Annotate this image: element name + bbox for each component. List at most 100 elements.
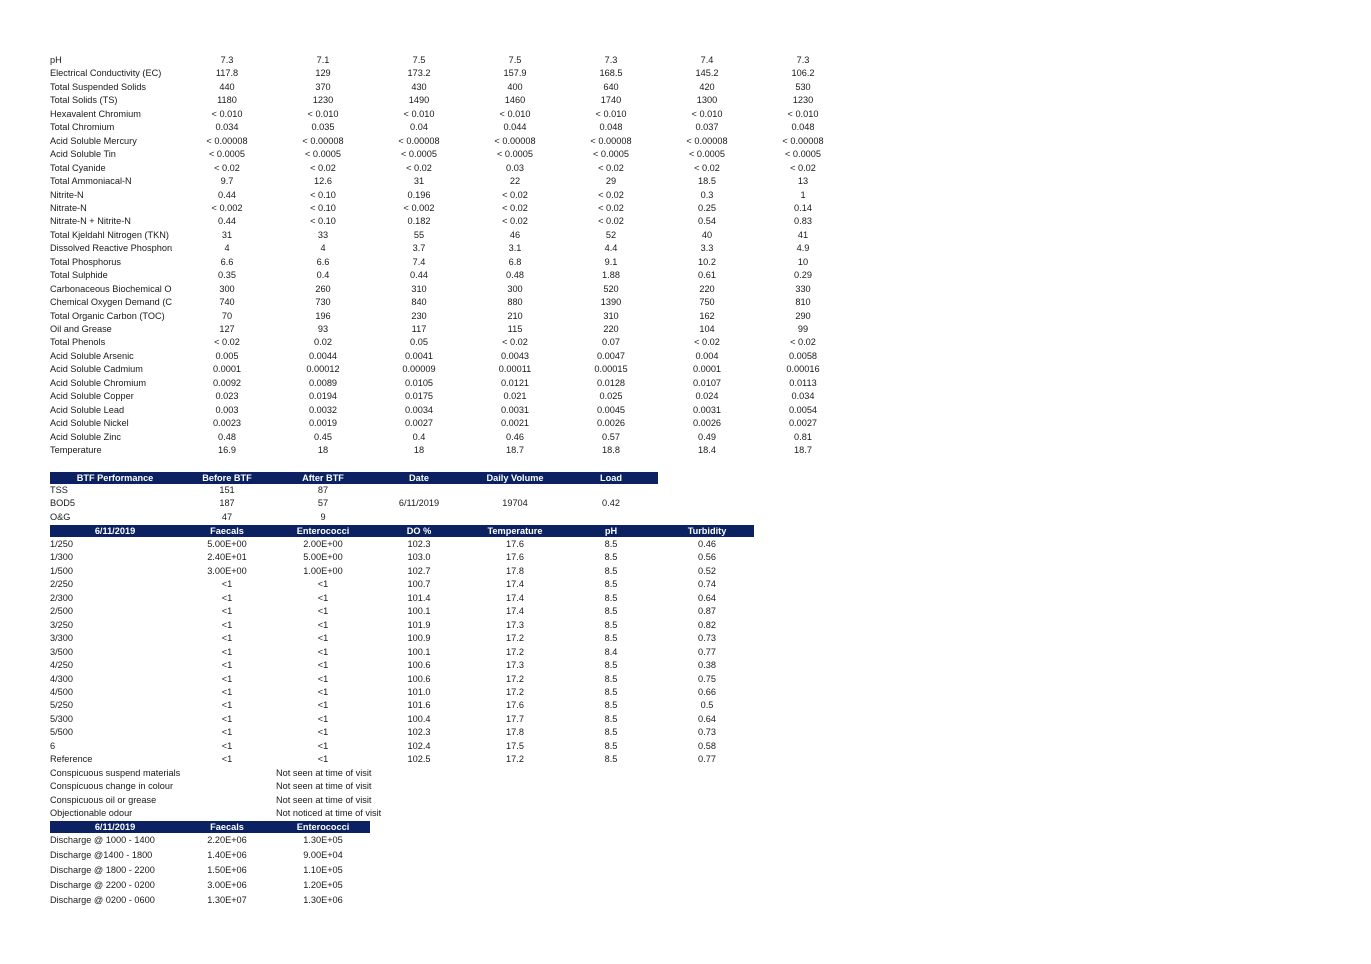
data-cell: < 0.00008 bbox=[686, 135, 728, 146]
data-cell: 530 bbox=[795, 81, 811, 92]
data-cell: 0.77 bbox=[698, 754, 716, 765]
column-header: Date bbox=[409, 473, 429, 483]
data-cell: < 0.02 bbox=[502, 189, 528, 200]
data-cell: 0.0027 bbox=[404, 418, 434, 429]
data-cell: < 0.02 bbox=[502, 202, 528, 213]
data-cell: 8.5 bbox=[604, 606, 618, 617]
data-cell: < 0.010 bbox=[211, 108, 243, 119]
data-cell: <1 bbox=[221, 646, 233, 657]
row-label: Acid Soluble Cadmium bbox=[50, 364, 143, 375]
data-cell: < 0.0005 bbox=[208, 149, 246, 160]
data-cell: 0.0058 bbox=[788, 350, 818, 361]
data-cell: 220 bbox=[699, 283, 715, 294]
data-cell: 0.0089 bbox=[308, 377, 338, 388]
data-cell: 1180 bbox=[217, 95, 237, 106]
data-cell: 8.5 bbox=[604, 565, 618, 576]
data-cell: 117.8 bbox=[215, 68, 239, 79]
row-label: TSS bbox=[50, 485, 68, 495]
row-label: 5/300 bbox=[50, 713, 73, 724]
data-cell: 8.5 bbox=[604, 660, 618, 671]
data-cell: 8.5 bbox=[604, 592, 618, 603]
data-cell: 0.48 bbox=[506, 270, 524, 281]
data-cell: 17.3 bbox=[506, 660, 524, 671]
data-cell: 1490 bbox=[408, 95, 430, 106]
data-cell: 430 bbox=[411, 81, 427, 92]
column-header: Temperature bbox=[487, 526, 543, 536]
data-cell: < 0.02 bbox=[598, 216, 624, 227]
data-cell: < 0.010 bbox=[307, 108, 339, 119]
data-cell: 17.2 bbox=[506, 633, 524, 644]
data-cell: 2.20E+06 bbox=[207, 835, 247, 845]
row-label: 2/300 bbox=[50, 592, 73, 603]
data-cell: 55 bbox=[413, 229, 425, 240]
data-cell: 6/11/2019 bbox=[398, 498, 440, 509]
data-cell: <1 bbox=[317, 740, 329, 751]
data-cell: 151 bbox=[219, 485, 235, 495]
row-label: Hexavalent Chromium bbox=[50, 108, 141, 119]
data-cell: <1 bbox=[221, 686, 233, 697]
data-cell: 0.035 bbox=[311, 122, 335, 133]
data-cell: 1.10E+05 bbox=[303, 865, 343, 876]
data-cell: 17.5 bbox=[506, 740, 524, 751]
data-cell: 17.4 bbox=[506, 579, 524, 590]
data-cell: < 0.002 bbox=[403, 202, 435, 213]
data-cell: <1 bbox=[317, 713, 329, 724]
data-cell: 0.005 bbox=[215, 350, 239, 361]
data-cell: <1 bbox=[221, 660, 233, 671]
data-cell: 6.6 bbox=[220, 256, 234, 267]
data-cell: 1.30E+07 bbox=[207, 895, 247, 906]
data-cell: 3.7 bbox=[412, 243, 426, 254]
data-cell: < 0.0005 bbox=[496, 149, 534, 160]
data-cell: 129 bbox=[315, 68, 331, 79]
column-header: DO % bbox=[406, 526, 432, 536]
data-cell: 0.0107 bbox=[692, 377, 722, 388]
data-cell: 1.40E+06 bbox=[207, 850, 247, 861]
data-cell: <1 bbox=[317, 700, 329, 711]
column-header: Turbidity bbox=[687, 526, 727, 536]
data-cell: <1 bbox=[317, 579, 329, 590]
data-cell: 0.48 bbox=[218, 431, 236, 442]
data-cell: 0.64 bbox=[698, 592, 716, 603]
data-cell: < 0.00008 bbox=[398, 135, 440, 146]
data-cell: 0.0034 bbox=[404, 404, 434, 415]
data-cell: 17.2 bbox=[506, 673, 524, 684]
data-cell: 4.4 bbox=[604, 243, 618, 254]
row-label: Acid Soluble Copper bbox=[50, 391, 134, 402]
data-cell: < 0.02 bbox=[598, 162, 624, 173]
data-cell: 2.00E+00 bbox=[303, 539, 343, 549]
data-cell: 0.003 bbox=[215, 404, 239, 415]
data-cell: <1 bbox=[317, 754, 329, 765]
row-label: Total Phenols bbox=[50, 337, 106, 348]
data-cell: 0.00015 bbox=[594, 364, 628, 375]
data-cell: 0.82 bbox=[698, 619, 716, 630]
data-cell: 0.38 bbox=[698, 660, 716, 671]
data-cell: 0.0175 bbox=[404, 391, 434, 402]
data-cell: <1 bbox=[317, 686, 329, 697]
row-label: 4/500 bbox=[50, 686, 73, 697]
data-cell: < 0.02 bbox=[406, 162, 432, 173]
data-cell: 8.5 bbox=[604, 539, 618, 549]
data-cell: 106.2 bbox=[791, 68, 815, 79]
row-label: Discharge @ 1800 - 2200 bbox=[50, 865, 155, 876]
data-cell: 9.00E+04 bbox=[303, 850, 343, 861]
data-cell: 8.5 bbox=[604, 713, 618, 724]
data-cell: 17.8 bbox=[506, 565, 524, 576]
row-label: Total Cyanide bbox=[50, 162, 106, 173]
data-cell: 7.3 bbox=[796, 55, 810, 65]
data-cell: 0.61 bbox=[698, 270, 716, 281]
row-label: pH bbox=[50, 55, 62, 65]
column-header: 6/11/2019 bbox=[94, 526, 136, 536]
data-cell: 220 bbox=[603, 324, 619, 334]
data-cell: 100.6 bbox=[407, 673, 431, 684]
